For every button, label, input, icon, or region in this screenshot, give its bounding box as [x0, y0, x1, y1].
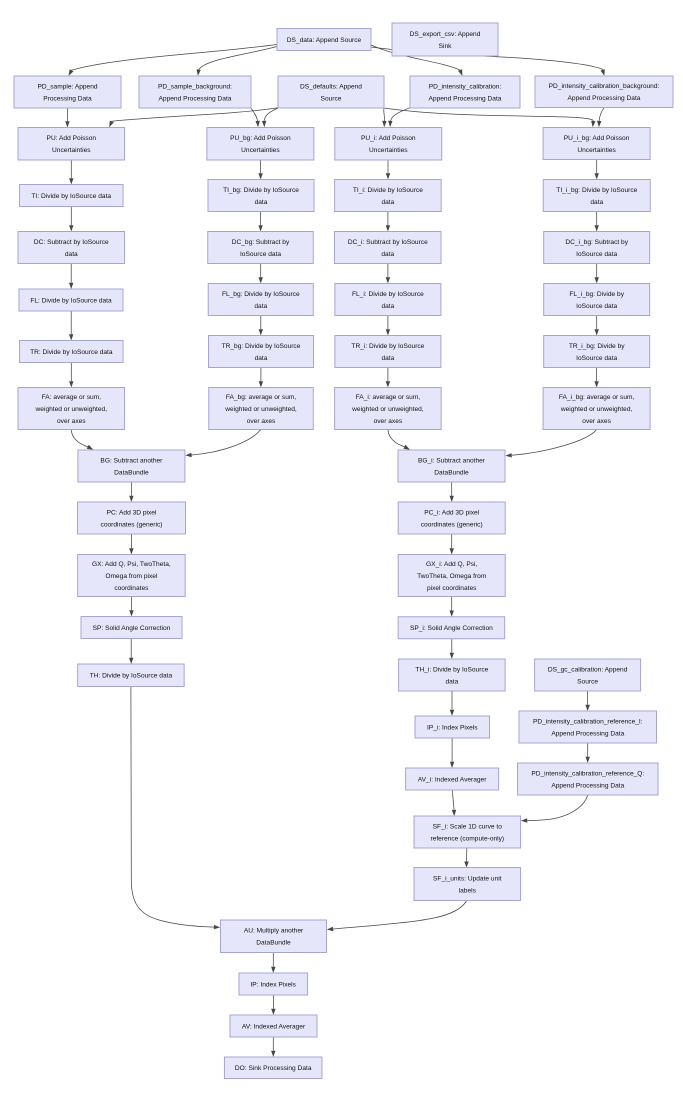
svg-text:TI_i: Divide by IoSource: TI_i: Divide by IoSource [353, 187, 423, 194]
svg-text:Append Processing Data: Append Processing Data [551, 782, 624, 789]
svg-text:FL_i: Divide by IoSource: FL_i: Divide by IoSource [352, 291, 424, 298]
svg-text:coordinates: coordinates [114, 585, 149, 592]
svg-text:FL_bg: Divide by IoSource: FL_bg: Divide by IoSource [222, 291, 300, 298]
svg-text:labels: labels [459, 887, 477, 894]
svg-text:pixel coordinates: pixel coordinates [427, 585, 477, 592]
svg-text:TR: Divide by IoSource data: TR: Divide by IoSource data [30, 349, 113, 356]
svg-text:FA: average or sum,: FA: average or sum, [42, 394, 102, 401]
svg-text:DC_i: Subtract by IoSource: DC_i: Subtract by IoSource [348, 239, 428, 246]
svg-text:PC: Add 3D pixel: PC: Add 3D pixel [107, 509, 157, 516]
svg-text:GX_i: Add Q, Psi,: GX_i: Add Q, Psi, [426, 561, 477, 568]
svg-text:SP_i: Solid Angle Correction: SP_i: Solid Angle Correction [410, 625, 493, 632]
svg-text:IoSource data: IoSource data [240, 251, 281, 258]
svg-text:Source: Source [577, 678, 598, 685]
svg-text:PD_intensity_calibration_backg: PD_intensity_calibration_background: [549, 83, 660, 90]
svg-text:Uncertainties: Uncertainties [577, 147, 616, 154]
svg-text:GX: Add Q, Psi, TwoTheta,: GX: Add Q, Psi, TwoTheta, [92, 561, 171, 568]
svg-text:weighted or unweighted,: weighted or unweighted, [35, 406, 108, 413]
svg-text:data: data [381, 303, 394, 310]
svg-text:Source: Source [321, 95, 342, 102]
svg-text:data: data [381, 251, 394, 258]
svg-text:weighted or unweighted,: weighted or unweighted, [351, 406, 424, 413]
svg-text:FL: Divide by IoSource data: FL: Divide by IoSource data [30, 297, 112, 304]
svg-text:data: data [381, 355, 394, 362]
svg-text:coordinates (generic): coordinates (generic) [101, 521, 163, 528]
svg-text:FL_i_bg: Divide by: FL_i_bg: Divide by [569, 291, 624, 298]
svg-text:over axes: over axes [582, 418, 611, 425]
svg-text:IoSource data: IoSource data [576, 355, 617, 362]
svg-text:FA_i: average or sum,: FA_i: average or sum, [356, 394, 421, 401]
svg-text:SP: Solid Angle Correction: SP: Solid Angle Correction [93, 625, 171, 632]
svg-text:Uncertainties: Uncertainties [241, 147, 280, 154]
svg-text:TH: Divide by IoSource data: TH: Divide by IoSource data [90, 673, 173, 680]
svg-text:Append Processing Data: Append Processing Data [159, 95, 232, 102]
svg-text:Append Processing Data: Append Processing Data [429, 95, 502, 102]
svg-text:TR_i: Divide by IoSource: TR_i: Divide by IoSource [351, 343, 424, 350]
svg-text:data: data [255, 199, 268, 206]
svg-text:over axes: over axes [374, 418, 403, 425]
svg-text:Sink: Sink [439, 43, 453, 50]
svg-text:coordinates (generic): coordinates (generic) [421, 521, 483, 528]
svg-text:SF_i: Scale 1D curve to: SF_i: Scale 1D curve to [433, 823, 503, 830]
svg-text:PD_intensity_calibration_refer: PD_intensity_calibration_reference_Q: [531, 770, 644, 777]
svg-text:AU: Multiply another: AU: Multiply another [244, 928, 304, 935]
svg-text:Uncertainties: Uncertainties [52, 147, 91, 154]
svg-text:PC_i: Add 3D pixel: PC_i: Add 3D pixel [424, 509, 480, 516]
svg-text:IP_i: Index Pixels: IP_i: Index Pixels [427, 724, 478, 731]
svg-text:PD_sample_background:: PD_sample_background: [158, 83, 232, 90]
svg-text:AV: Indexed Averager: AV: Indexed Averager [242, 1023, 306, 1030]
svg-text:TI_bg: Divide by IoSource: TI_bg: Divide by IoSource [223, 187, 299, 194]
svg-text:TI: Divide by IoSource data: TI: Divide by IoSource data [32, 193, 112, 200]
svg-text:TI_i_bg: Divide by IoSource: TI_i_bg: Divide by IoSource [556, 187, 637, 194]
svg-text:DC_bg: Subtract by: DC_bg: Subtract by [232, 239, 290, 246]
svg-text:TH_i: Divide by IoSource: TH_i: Divide by IoSource [415, 666, 488, 673]
svg-text:over axes: over axes [247, 418, 276, 425]
svg-text:TwoTheta, Omega from: TwoTheta, Omega from [417, 573, 487, 580]
svg-text:IoSource data: IoSource data [576, 251, 617, 258]
svg-text:AV_i: Indexed Averager: AV_i: Indexed Averager [418, 776, 487, 783]
svg-text:FA_i_bg: average or sum,: FA_i_bg: average or sum, [559, 394, 635, 401]
svg-text:PU_bg: Add Poisson: PU_bg: Add Poisson [230, 135, 291, 142]
svg-text:TR_bg: Divide by IoSource: TR_bg: Divide by IoSource [222, 343, 301, 350]
svg-text:data: data [590, 199, 603, 206]
svg-text:Append Processing Data: Append Processing Data [568, 95, 641, 102]
svg-text:Append Processing Data: Append Processing Data [551, 730, 624, 737]
svg-text:DC_i_bg: Subtract by: DC_i_bg: Subtract by [565, 239, 628, 246]
svg-text:DS_data: Append Source: DS_data: Append Source [287, 37, 362, 44]
svg-text:DataBundle: DataBundle [114, 469, 149, 476]
svg-text:PD_intensity_calibration_refer: PD_intensity_calibration_reference_I: [533, 718, 643, 725]
svg-text:DO: Sink Processing Data: DO: Sink Processing Data [235, 1065, 312, 1072]
svg-text:PU_i_bg: Add Poisson: PU_i_bg: Add Poisson [564, 135, 630, 142]
svg-text:IoSource data: IoSource data [576, 303, 617, 310]
svg-text:DS_defaults: Append: DS_defaults: Append [300, 83, 362, 90]
svg-text:DataBundle: DataBundle [256, 940, 291, 947]
svg-text:DS_gc_calibration: Append: DS_gc_calibration: Append [548, 666, 628, 673]
svg-text:data: data [65, 251, 78, 258]
svg-text:over axes: over axes [57, 418, 86, 425]
svg-text:SF_i_units: Update unit: SF_i_units: Update unit [433, 875, 502, 882]
svg-text:FA_bg: average or sum,: FA_bg: average or sum, [226, 394, 297, 401]
svg-text:reference (compute-only): reference (compute-only) [430, 835, 504, 842]
svg-text:DC: Subtract by IoSource: DC: Subtract by IoSource [34, 239, 109, 246]
svg-text:data: data [254, 303, 267, 310]
svg-text:data: data [255, 355, 268, 362]
svg-text:PD_sample: Append: PD_sample: Append [37, 83, 97, 90]
svg-text:DS_export_csv: Append: DS_export_csv: Append [410, 31, 481, 38]
svg-text:PD_intensity_calibration:: PD_intensity_calibration: [429, 83, 502, 90]
svg-text:data: data [445, 678, 458, 685]
svg-text:BG_i: Subtract another: BG_i: Subtract another [418, 457, 486, 464]
svg-text:TR_i_bg: Divide by: TR_i_bg: Divide by [569, 343, 625, 350]
svg-text:data: data [381, 199, 394, 206]
svg-text:DataBundle: DataBundle [434, 469, 469, 476]
svg-text:PU: Add Poisson: PU: Add Poisson [47, 135, 97, 142]
svg-text:BG: Subtract another: BG: Subtract another [100, 457, 163, 464]
svg-text:weighted or unweighted,: weighted or unweighted, [224, 406, 297, 413]
svg-text:IP: Index Pixels: IP: Index Pixels [250, 981, 296, 988]
svg-text:PU_i: Add Poisson: PU_i: Add Poisson [361, 135, 416, 142]
svg-text:Uncertainties: Uncertainties [369, 147, 408, 154]
svg-text:Processing Data: Processing Data [43, 95, 92, 102]
svg-text:weighted or unweighted,: weighted or unweighted, [560, 406, 633, 413]
svg-text:Omega from pixel: Omega from pixel [105, 573, 158, 580]
